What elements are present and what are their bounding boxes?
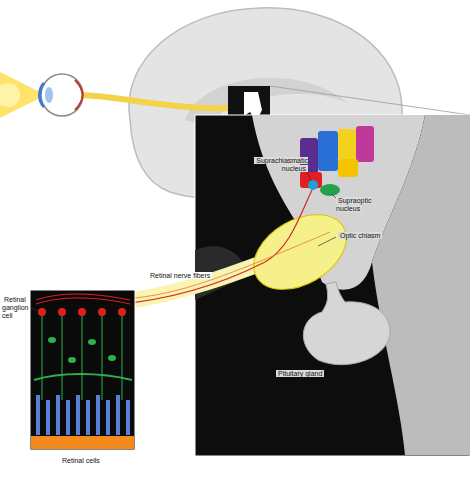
eye — [40, 74, 233, 116]
part-label: Supraoptic nucleus — [336, 197, 378, 213]
part-label: Retinal nerve fibers — [148, 272, 238, 280]
hypothalamic-nuclei — [300, 126, 374, 196]
retina-inset — [30, 290, 135, 450]
inset-panel — [195, 115, 470, 456]
part-label: Optic chiasm — [338, 232, 398, 240]
label-text: Supraoptic nucleus — [336, 197, 371, 212]
part-label: Pituitary gland — [276, 370, 346, 378]
part-label: Retinal cells — [60, 457, 130, 465]
part-label: Suprachiasmatic nucleus — [250, 157, 308, 173]
label-text: Pituitary gland — [276, 370, 324, 377]
label-text: Retinal nerve fibers — [148, 272, 212, 279]
label-text: Retinal cells — [60, 457, 102, 464]
optic-chiasm — [112, 190, 359, 305]
leader-lines — [31, 170, 337, 311]
part-label: Retinal ganglion cell — [2, 296, 32, 320]
label-text: Optic chiasm — [338, 232, 382, 239]
label-text: Retinal ganglion cell — [2, 296, 28, 319]
light-beam — [0, 72, 42, 118]
label-text: Suprachiasmatic nucleus — [254, 157, 308, 172]
